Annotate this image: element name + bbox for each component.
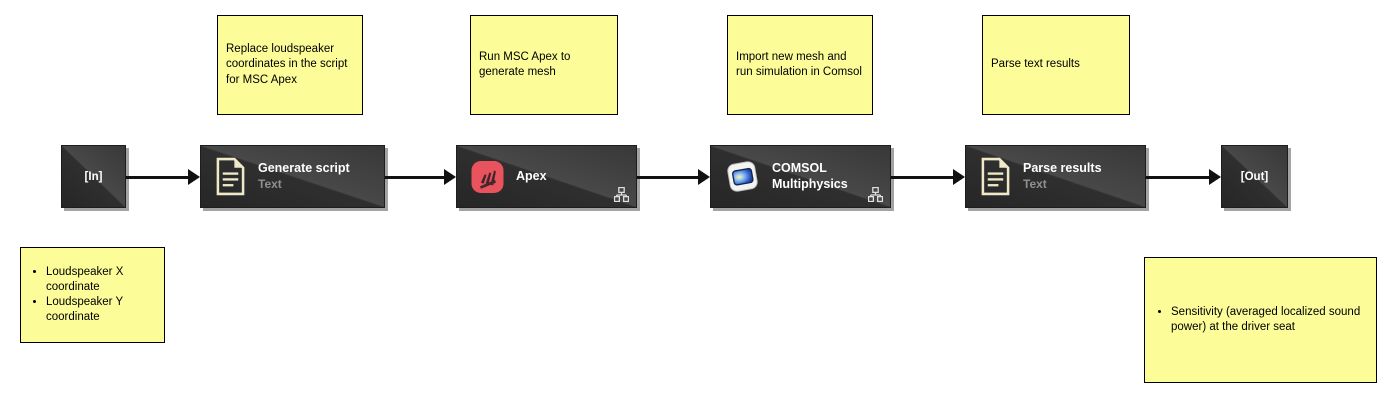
arrow-line [637, 175, 700, 179]
connector-arrow-generate-to-apex[interactable] [385, 169, 456, 185]
node-title: Parse results [1023, 161, 1102, 176]
arrow-line [1146, 175, 1211, 179]
node-generate-script[interactable]: Generate script Text [200, 145, 385, 208]
sticky-note-outputs[interactable]: Sensitivity (averaged localized sound po… [1144, 257, 1377, 383]
input-list-item: Loudspeaker X coordinate [46, 265, 156, 295]
node-parse-results[interactable]: Parse results Text [965, 145, 1146, 208]
sticky-note-text: Parse text results [991, 58, 1080, 71]
node-apex[interactable]: Apex [456, 145, 637, 208]
node-title: Generate script [258, 161, 350, 176]
input-list: Loudspeaker X coordinate Loudspeaker Y c… [29, 265, 156, 326]
connector-arrow-comsol-to-parse[interactable] [891, 169, 965, 185]
node-input-terminal[interactable]: [In] [61, 145, 126, 208]
sticky-note-generate-script[interactable]: Replace loudspeaker coordinates in the s… [217, 15, 363, 115]
node-title: Apex [516, 168, 547, 183]
output-list-item: Sensitivity (averaged localized sound po… [1171, 305, 1367, 335]
node-subtitle: Text [1023, 176, 1047, 191]
arrow-line [126, 175, 190, 179]
connector-arrow-in-to-generate[interactable] [126, 169, 200, 185]
msc-apex-icon [471, 160, 504, 193]
sticky-note-inputs[interactable]: Loudspeaker X coordinate Loudspeaker Y c… [20, 247, 165, 343]
arrow-head-icon [953, 169, 965, 185]
sticky-note-comsol[interactable]: Import new mesh and run simulation in Co… [727, 15, 873, 115]
node-subtitle: Text [258, 176, 282, 191]
arrow-head-icon [444, 169, 456, 185]
node-title: COMSOL Multiphysics [772, 161, 848, 191]
node-comsol[interactable]: COMSOL Multiphysics [710, 145, 891, 208]
network-subprocess-icon [867, 186, 884, 203]
document-icon [980, 157, 1011, 196]
arrow-head-icon [188, 169, 200, 185]
comsol-icon [725, 159, 760, 194]
node-output-terminal[interactable]: [Out] [1221, 145, 1288, 208]
connector-arrow-parse-to-out[interactable] [1146, 169, 1221, 185]
arrow-head-icon [1209, 169, 1221, 185]
sticky-note-text: Import new mesh and run simulation in Co… [736, 50, 862, 78]
sticky-note-text: Replace loudspeaker coordinates in the s… [226, 43, 348, 86]
connector-arrow-apex-to-comsol[interactable] [637, 169, 710, 185]
input-list-item: Loudspeaker Y coordinate [46, 295, 156, 325]
document-icon [215, 157, 246, 196]
arrow-line [891, 175, 955, 179]
node-label: [Out] [1240, 170, 1269, 183]
output-list: Sensitivity (averaged localized sound po… [1154, 305, 1367, 335]
sticky-note-apex[interactable]: Run MSC Apex to generate mesh [470, 15, 618, 115]
sticky-note-text: Run MSC Apex to generate mesh [479, 50, 571, 78]
arrow-line [385, 175, 446, 179]
node-label: [In] [84, 170, 103, 183]
sticky-note-parse-results[interactable]: Parse text results [982, 15, 1130, 115]
network-subprocess-icon [613, 186, 630, 203]
arrow-head-icon [698, 169, 710, 185]
